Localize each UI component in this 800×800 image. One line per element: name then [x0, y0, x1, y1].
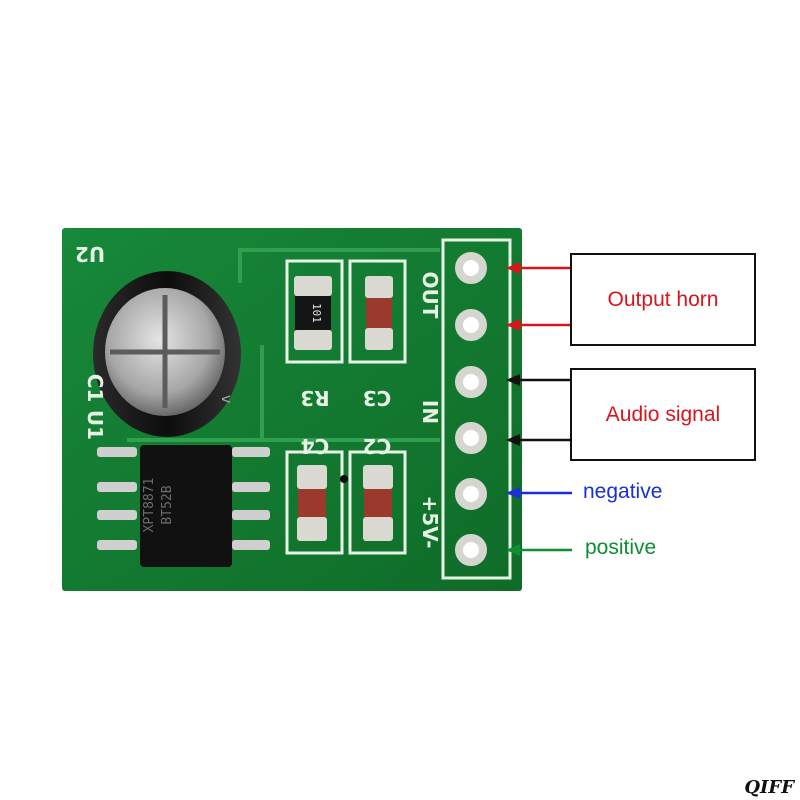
capacitor-c2	[363, 465, 393, 541]
arrow-output-1	[506, 262, 572, 274]
watermark: QIFF	[744, 777, 794, 798]
audio-signal-label: Audio signal	[605, 402, 721, 426]
pad-in-1	[455, 366, 487, 398]
c4-footprint	[285, 450, 344, 555]
pad-in-2	[455, 422, 487, 454]
ic-chip: XPT8871 BT52B	[97, 445, 270, 567]
capacitor-c3	[365, 276, 393, 350]
arrow-audio-2	[506, 434, 572, 446]
silk-c1: C1	[83, 374, 107, 403]
positive-label: positive	[585, 536, 657, 559]
pad-gnd	[455, 478, 487, 510]
output-horn-label: Output horn	[607, 287, 719, 311]
header-pads	[455, 252, 487, 566]
via	[340, 475, 348, 483]
chip-marking-2: BT52B	[160, 485, 175, 524]
silk-c4: C4	[301, 434, 330, 458]
header-outline	[441, 238, 512, 580]
silk-c2: C2	[363, 434, 392, 458]
capacitor-c4	[297, 465, 327, 541]
r3-footprint	[285, 259, 344, 364]
c3-footprint	[348, 259, 407, 364]
silk-power: +5V-	[418, 496, 442, 549]
silk-c3: C3	[363, 386, 392, 410]
negative-label: negative	[583, 480, 663, 503]
silk-out: OUT	[418, 272, 442, 319]
resistor-r3: 101	[294, 276, 332, 350]
pad-vcc	[455, 534, 487, 566]
arrow-negative	[506, 487, 572, 499]
silk-u2: U2	[75, 242, 105, 266]
resistor-code: 101	[310, 303, 323, 323]
chip-marking-1: XPT8871	[142, 478, 157, 533]
silk-u1: U1	[83, 410, 107, 440]
arrow-audio-1	[506, 374, 572, 386]
output-horn-box: Output horn	[570, 253, 756, 346]
arrow-positive	[506, 544, 572, 556]
arrow-output-2	[506, 319, 572, 331]
pad-out-1	[455, 252, 487, 284]
silk-r3: R3	[300, 386, 329, 410]
silkscreen-outline	[127, 248, 440, 442]
silk-in: IN	[418, 400, 442, 424]
c2-footprint	[348, 450, 407, 555]
electrolytic-capacitor: v	[93, 271, 241, 437]
audio-signal-box: Audio signal	[570, 368, 756, 461]
svg-text:v: v	[218, 395, 234, 403]
pad-out-2	[455, 309, 487, 341]
